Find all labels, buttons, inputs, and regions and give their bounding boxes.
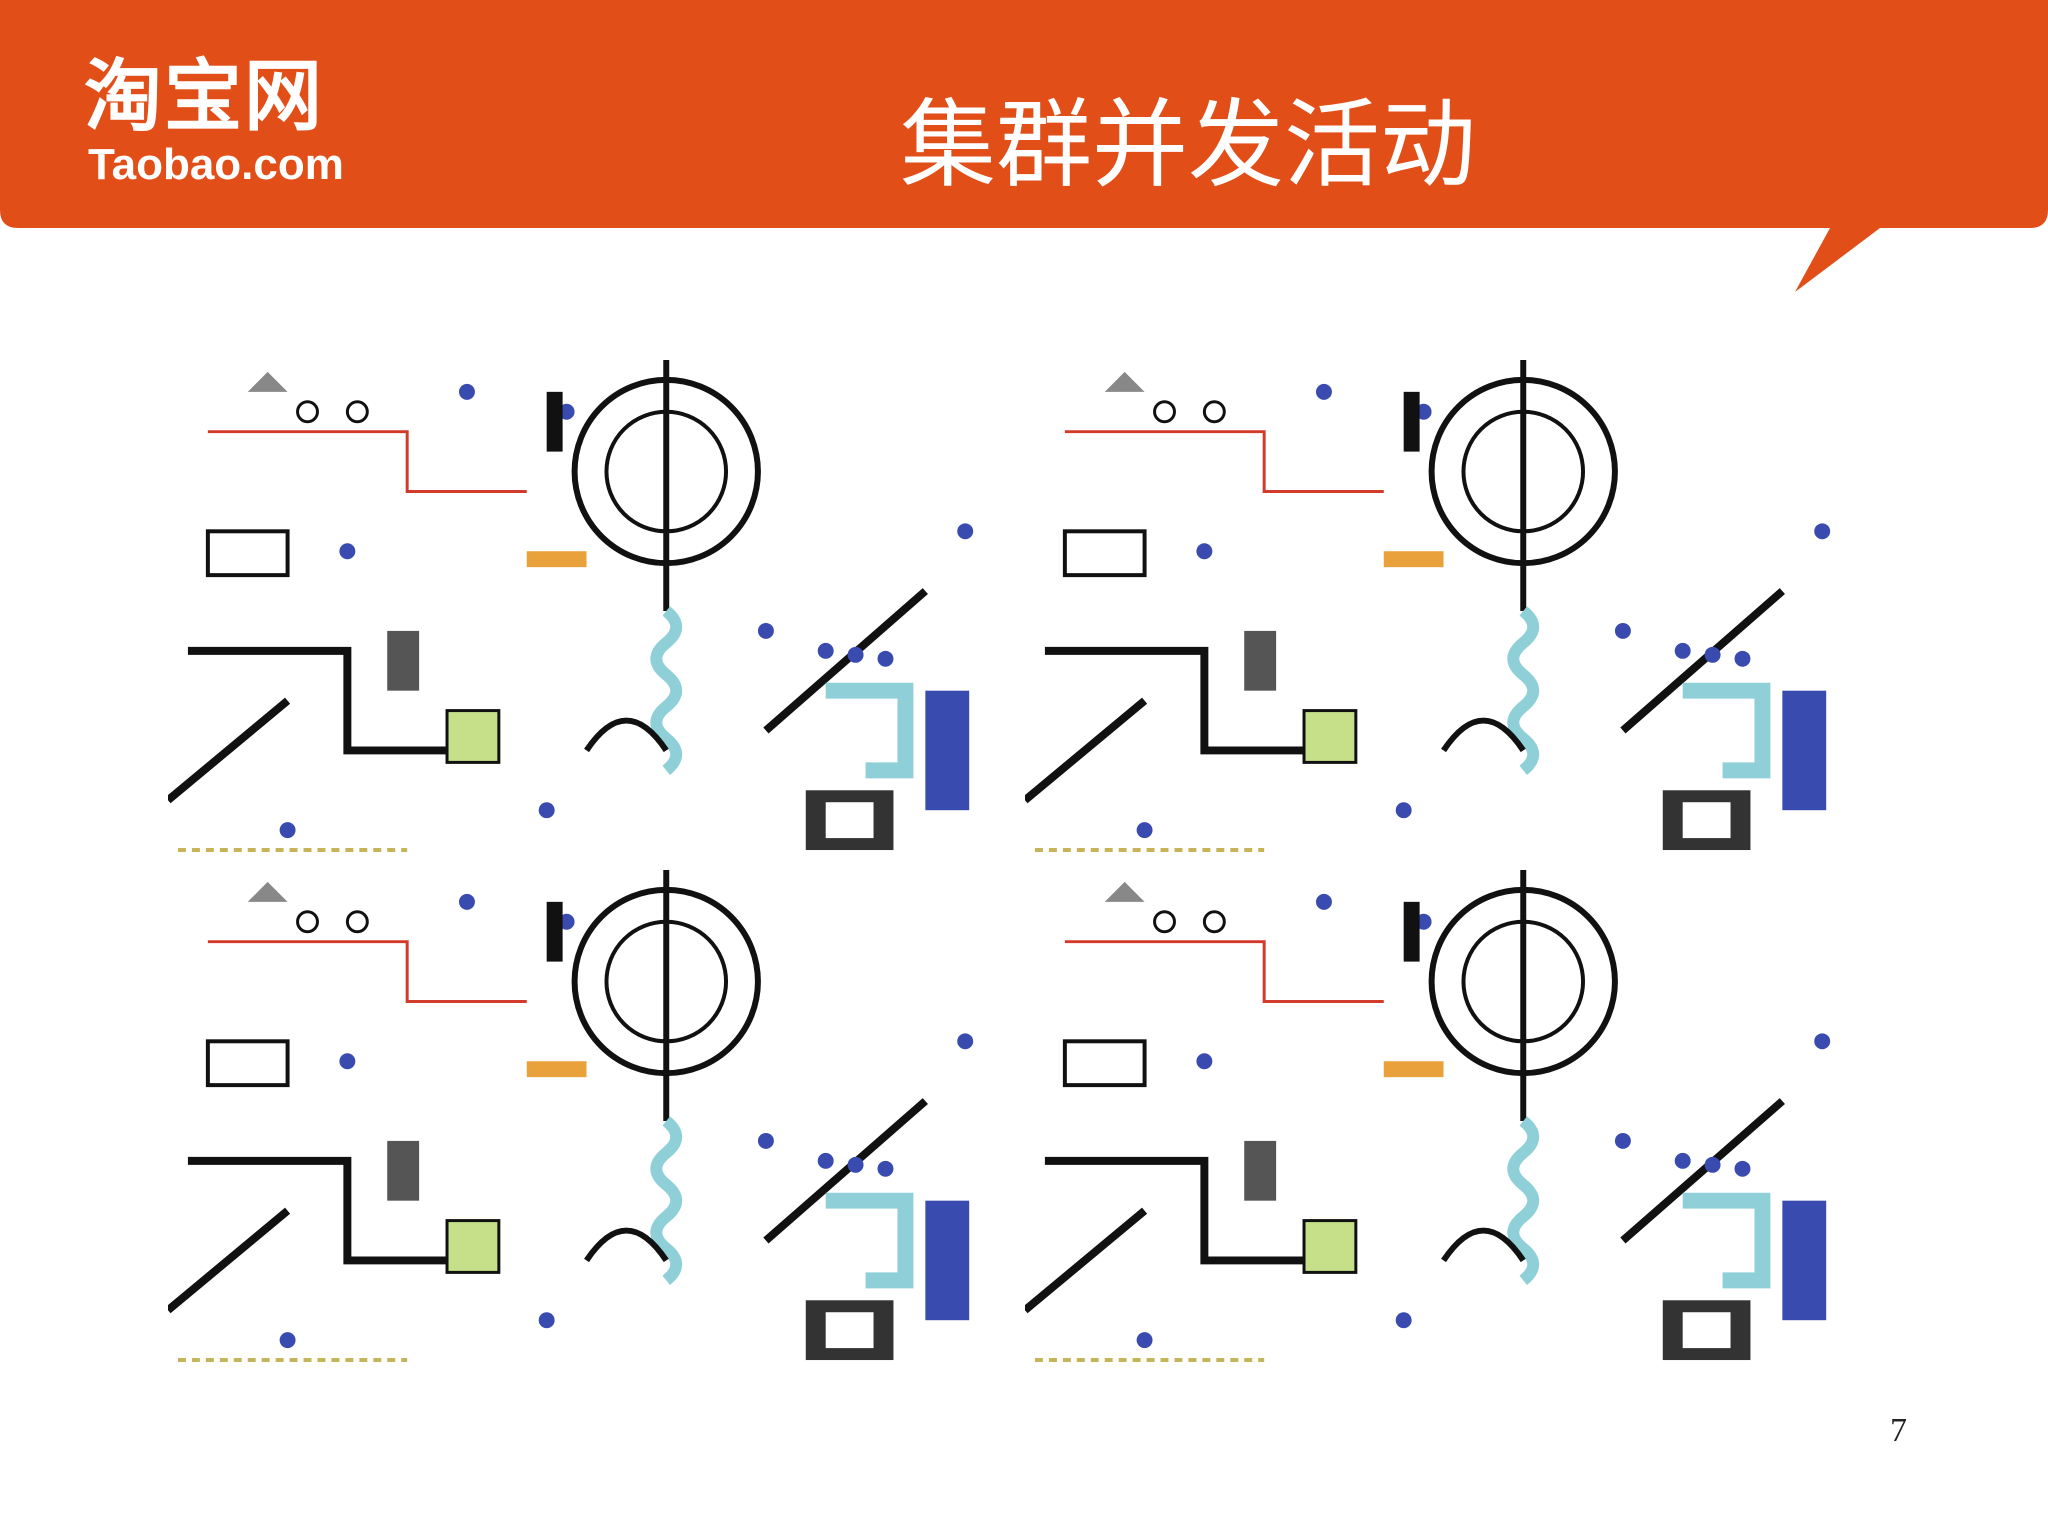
taobao-logo[interactable]: 淘宝网 Taobao.com <box>84 52 404 192</box>
header-banner-shape <box>0 0 2048 292</box>
factory-machine-illustration <box>168 352 1882 1372</box>
illustration-tile-fill <box>168 352 1882 1372</box>
logo-english-text: Taobao.com <box>88 140 344 189</box>
header-banner <box>0 0 2048 292</box>
page-number: 7 <box>1890 1412 1907 1449</box>
logo-chinese-text: 淘宝网 <box>84 52 325 142</box>
slide-title: 集群并发活动 <box>900 89 1476 201</box>
